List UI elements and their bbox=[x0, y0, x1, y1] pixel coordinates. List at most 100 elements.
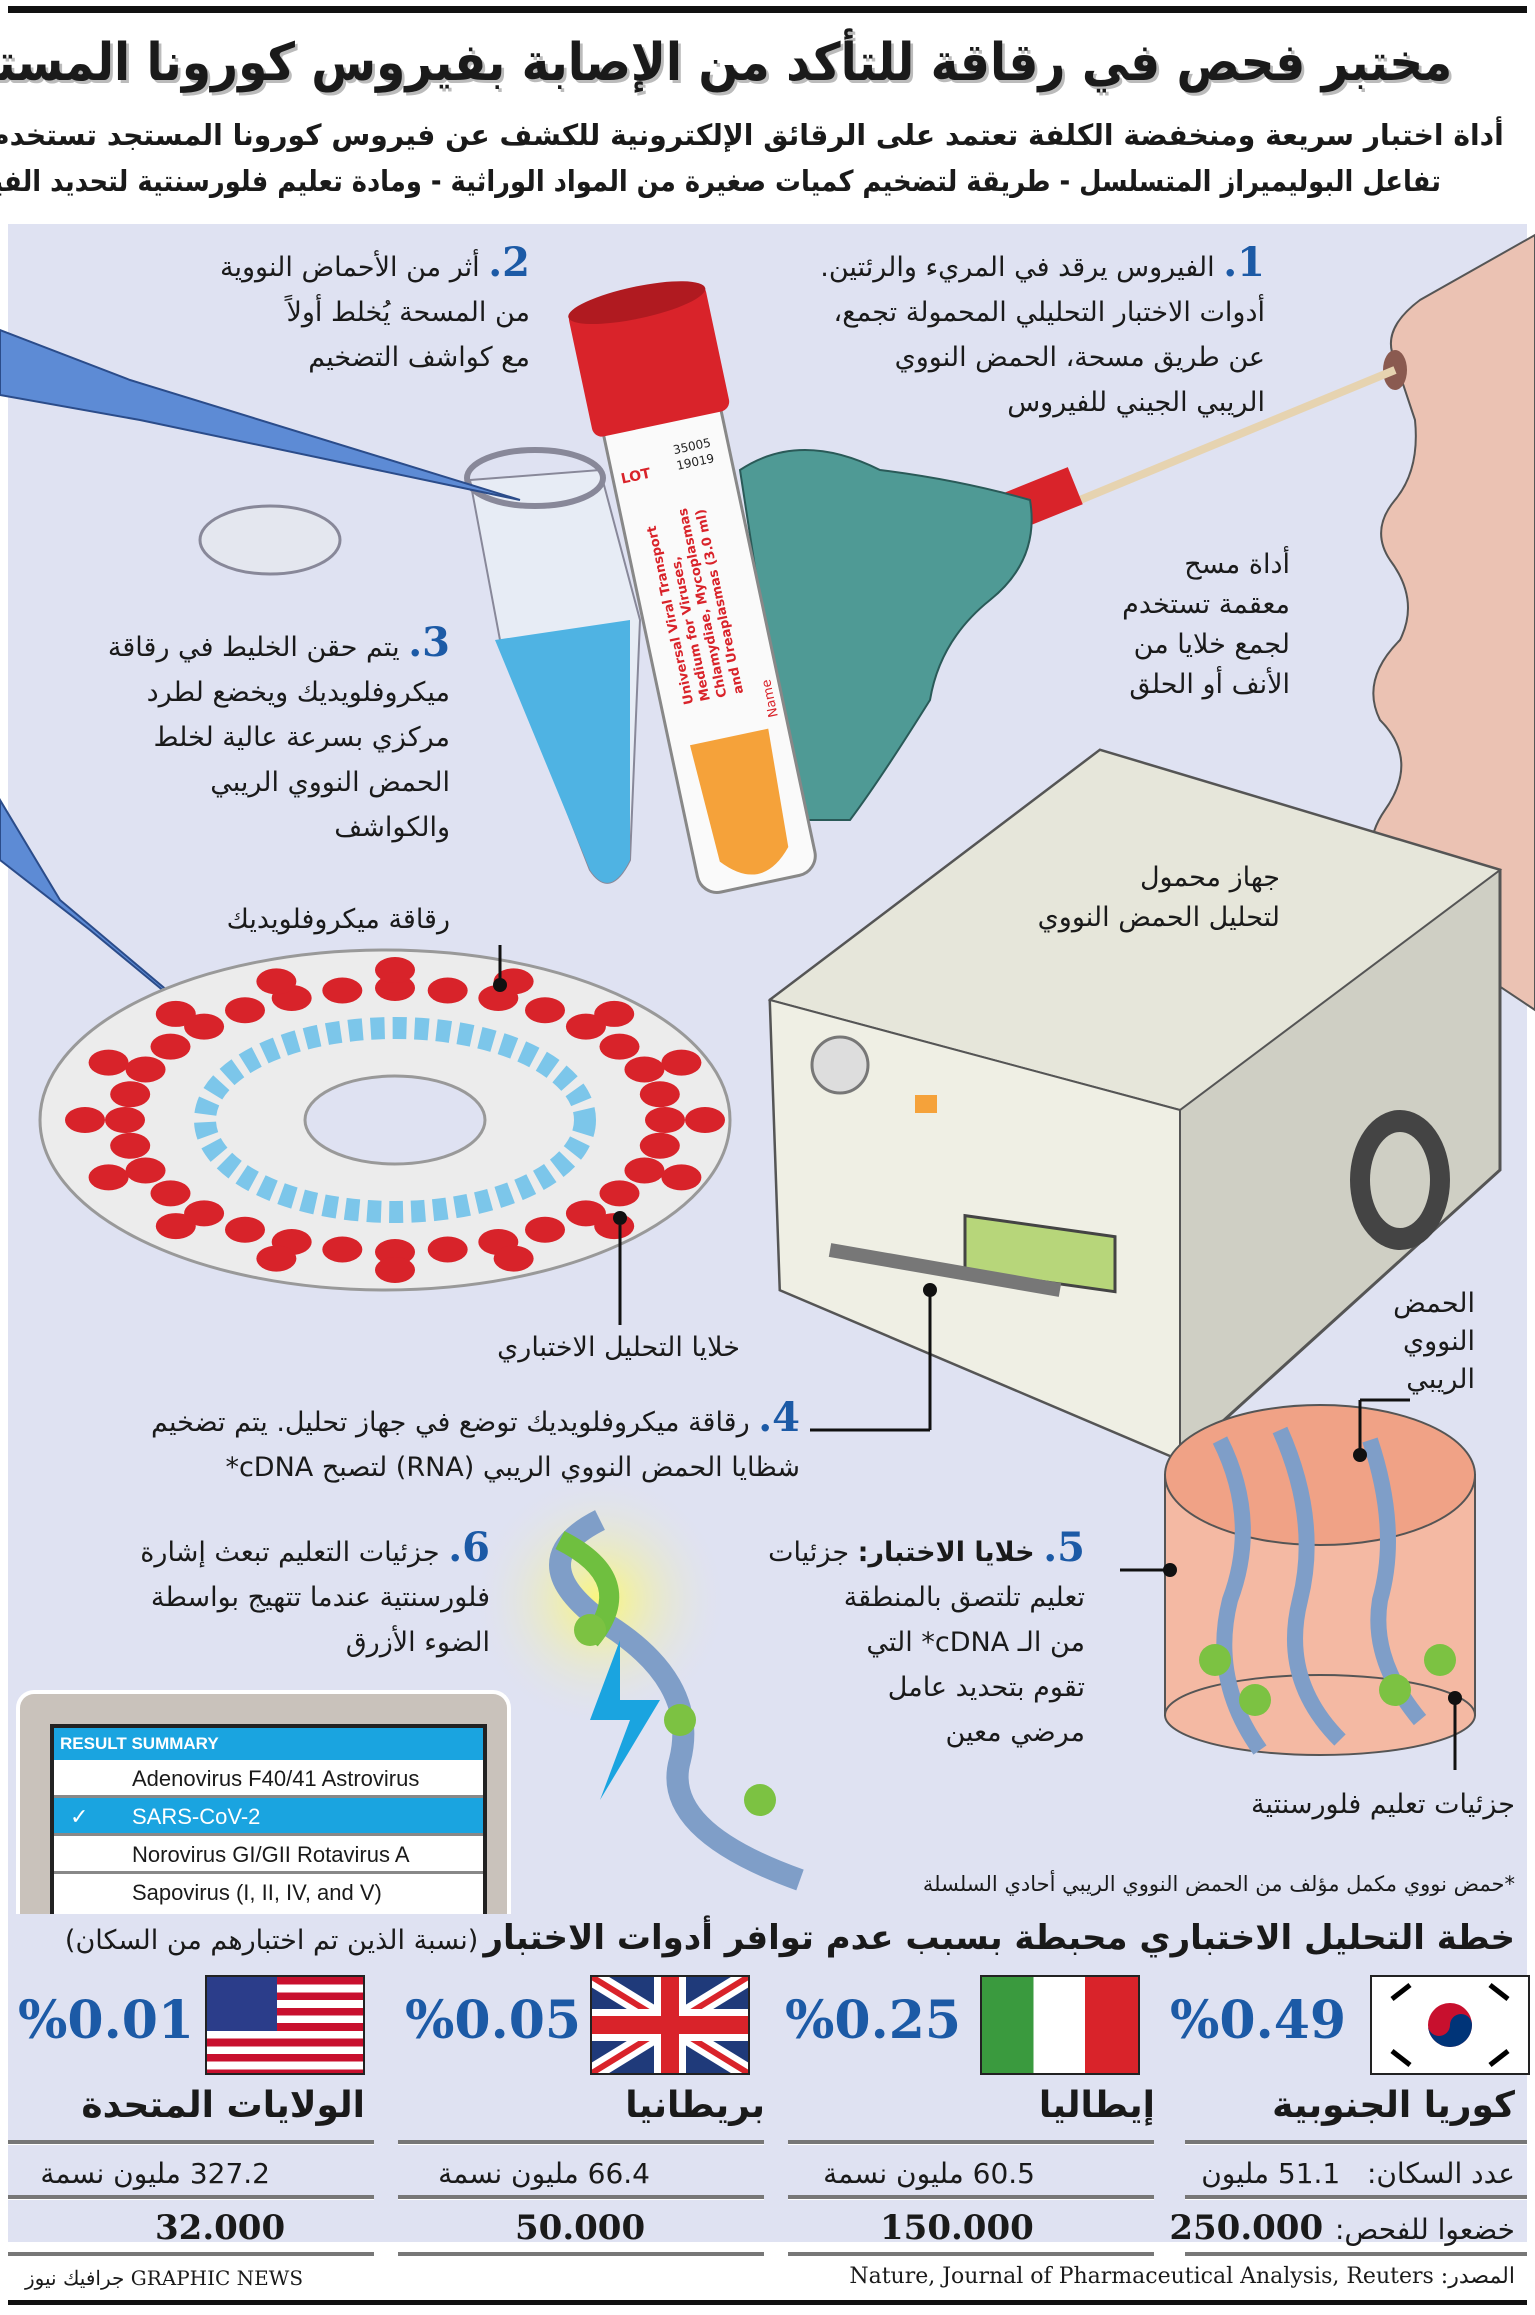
step-3: 3. يتم حقن الخليط في رقاقة ميكروفلويديك … bbox=[30, 620, 450, 850]
divider bbox=[398, 2140, 764, 2145]
chip-well bbox=[184, 1013, 225, 1040]
page-title: مختبر فحص في رقاقة للتأكد من الإصابة بفي… bbox=[0, 33, 1453, 93]
chip-well bbox=[110, 1081, 151, 1108]
tested-value: 250.000 bbox=[1169, 2208, 1324, 2248]
step-text: من المسحة يُخلط أولاً bbox=[286, 297, 530, 328]
step-text: من الـ cDNA* التي bbox=[866, 1627, 1085, 1658]
tested-italy: 150.000 bbox=[880, 2208, 1034, 2248]
divider bbox=[398, 2252, 764, 2257]
label-line: أداة مسح bbox=[1184, 549, 1290, 580]
chip-well bbox=[375, 975, 415, 1001]
divider bbox=[1185, 2195, 1527, 2200]
device-knob bbox=[810, 1035, 870, 1095]
chip-well bbox=[322, 1236, 363, 1263]
result-item: Sapovirus (I, II, IV, and V) bbox=[54, 1874, 483, 1912]
chip-well bbox=[525, 1216, 566, 1243]
step-text: تقوم بتحديد عامل bbox=[887, 1672, 1085, 1703]
chip-well bbox=[88, 1164, 129, 1191]
chip-well bbox=[65, 1107, 105, 1133]
result-summary-device: RESULT SUMMARY Adenovirus F40/41 Astrovi… bbox=[16, 1690, 511, 1914]
label-line: معقمة تستخدم bbox=[1122, 589, 1290, 620]
footnote: *حمض نووي مكمل مؤلف من الحمض النووي الري… bbox=[535, 1872, 1515, 1896]
percent-south-korea: %0.49 bbox=[1170, 1990, 1347, 2051]
face-illustration bbox=[1369, 233, 1535, 1012]
tube-cap bbox=[198, 504, 342, 576]
source: المصدر: Nature, Journal of Pharmaceutica… bbox=[615, 2264, 1515, 2289]
chip-well bbox=[150, 1180, 191, 1207]
step-4: 4. رقاقة ميكروفلويديك توضع في جهاز تحليل… bbox=[10, 1395, 800, 1490]
tube-rim bbox=[464, 447, 606, 509]
result-label: Norovirus GI/GII Rotavirus A bbox=[132, 1842, 410, 1867]
chip-well bbox=[155, 1000, 196, 1027]
population-south-korea: عدد السكان: 51.1 مليون bbox=[1201, 2157, 1515, 2190]
step-2: 2. أثر من الأحماض النووية من المسحة يُخل… bbox=[110, 240, 530, 380]
chip-well bbox=[224, 997, 265, 1024]
flag-italy bbox=[980, 1975, 1140, 2075]
chip-well bbox=[224, 1216, 265, 1243]
tested-south-korea: خضعوا للفحص: 250.000 bbox=[1169, 2208, 1515, 2248]
step-number: 4. bbox=[758, 1394, 800, 1441]
step-1: 1. الفيروس يرقد في المريء والرئتين. أدوا… bbox=[745, 240, 1265, 425]
flag-south-korea bbox=[1370, 1975, 1530, 2075]
divider bbox=[8, 2195, 374, 2200]
divider bbox=[8, 2140, 374, 2145]
chip-well bbox=[624, 1157, 665, 1184]
result-summary-screen: RESULT SUMMARY Adenovirus F40/41 Astrovi… bbox=[50, 1724, 487, 1914]
swab-label: أداة مسح معقمة تستخدم لجمع خلايا من الأنف أ… bbox=[1050, 545, 1290, 705]
population-usa: 327.2 مليون نسمة bbox=[40, 2157, 270, 2190]
step-text: جزئيات التعليم تبعث إشارة bbox=[140, 1537, 440, 1568]
chip-well bbox=[322, 977, 363, 1004]
lightning-icon bbox=[590, 1640, 660, 1800]
subtitle-line: أداة اختبار سريعة ومنخفضة الكلفة تعتمد ع… bbox=[0, 118, 1504, 152]
heading-text: خطة التحليل الاختباري محبطة بسبب عدم توا… bbox=[483, 1918, 1515, 1958]
divider bbox=[398, 2195, 764, 2200]
tested-label: خضعوا للفحص: bbox=[1334, 2213, 1515, 2246]
step-text: مع كواشف التضخيم bbox=[308, 342, 530, 373]
top-rule bbox=[8, 6, 1527, 13]
chip-label: رقاقة ميكروفلويديك bbox=[150, 900, 450, 940]
divider bbox=[1185, 2140, 1527, 2145]
step-text: شظايا الحمض النووي الريبي (RNA) لتصبح cD… bbox=[225, 1452, 800, 1483]
percent-italy: %0.25 bbox=[785, 1990, 962, 2051]
population-uk: 66.4 مليون نسمة bbox=[438, 2157, 650, 2190]
chip-well bbox=[661, 1164, 702, 1191]
step-text: أدوات الاختبار التحليلي المحمولة تجمع، bbox=[833, 297, 1265, 328]
population-value: 51.1 مليون bbox=[1201, 2157, 1341, 2190]
chip-well bbox=[88, 1049, 129, 1076]
chip-well bbox=[565, 1200, 606, 1227]
percent-uk: %0.05 bbox=[405, 1990, 582, 2051]
chip-well bbox=[256, 968, 297, 995]
device-light bbox=[915, 1095, 937, 1113]
step-text: أثر من الأحماض النووية bbox=[220, 252, 480, 283]
step-text: والكواشف bbox=[334, 812, 450, 843]
step-text: جزئيات bbox=[768, 1537, 850, 1568]
label-line: لجمع خلايا من bbox=[1133, 629, 1290, 660]
illustrations: LOT Universal Viral Transport Medium for… bbox=[0, 233, 1535, 1891]
step-text: الحمض النووي الريبي bbox=[210, 767, 450, 798]
credit: GRAPHIC NEWS جرافيك نيوز bbox=[25, 2266, 445, 2290]
step-text: ميكروفلويديك ويخضع لطرد bbox=[146, 677, 450, 708]
result-label: Adenovirus F40/41 Astrovirus bbox=[132, 1766, 420, 1791]
step-text: مرضي معين bbox=[945, 1717, 1085, 1748]
step-text: عن طريق مسحة، الحمض النووي bbox=[894, 342, 1265, 373]
chip-well bbox=[256, 1245, 297, 1272]
label-line: الأنف أو الحلق bbox=[1129, 669, 1290, 700]
chip-slot bbox=[828, 1243, 1062, 1297]
label-line: رقاقة ميكروفلويديك bbox=[226, 904, 450, 935]
chip-well bbox=[493, 1245, 534, 1272]
divider bbox=[788, 2195, 1154, 2200]
credit-text: GRAPHIC NEWS جرافيك نيوز bbox=[25, 2266, 304, 2290]
step-number: 5. bbox=[1043, 1524, 1085, 1571]
chip-well bbox=[594, 1000, 635, 1027]
chip-well bbox=[150, 1033, 191, 1060]
chip-well bbox=[565, 1013, 606, 1040]
divider bbox=[788, 2140, 1154, 2145]
country-usa: الولايات المتحدة bbox=[81, 2085, 365, 2126]
divider bbox=[8, 2252, 374, 2257]
chip-well bbox=[645, 1107, 685, 1133]
percent-usa: %0.01 bbox=[18, 1990, 195, 2051]
dna-strand bbox=[549, 1510, 804, 1891]
comparison-heading: خطة التحليل الاختباري محبطة بسبب عدم توا… bbox=[20, 1918, 1515, 1958]
chip-well bbox=[184, 1200, 225, 1227]
